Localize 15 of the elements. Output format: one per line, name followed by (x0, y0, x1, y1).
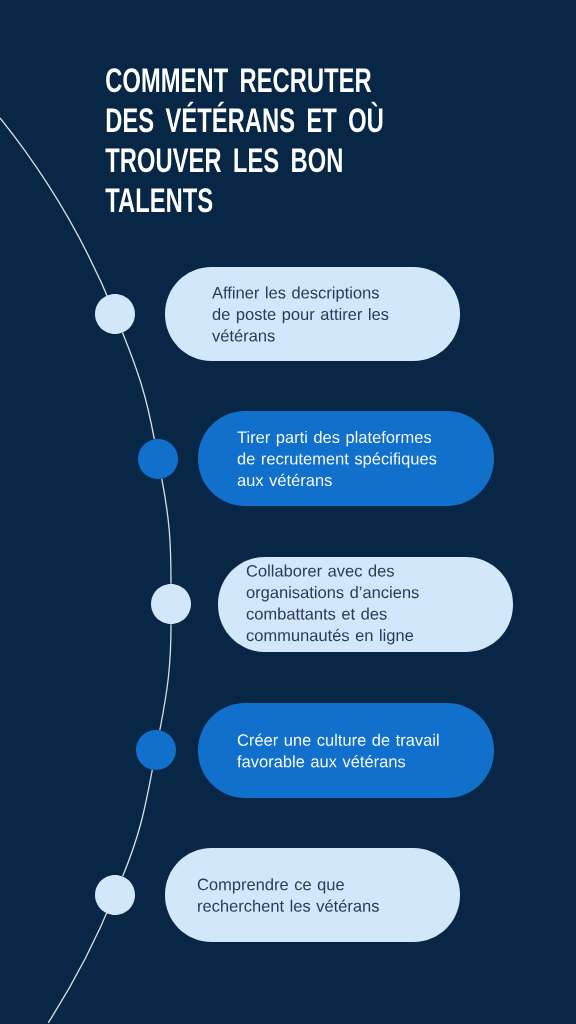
timeline-dot (136, 730, 176, 770)
process-box: Comprendre ce que recherchent les vétérans (165, 848, 460, 942)
process-box: Collaborer avec des organisations d’anciens combattants et des communautés en ligne (218, 557, 513, 652)
timeline-curve (121, 332, 155, 440)
process-box: Créer une culture de travail favorable aux vétérans (198, 703, 494, 798)
process-box: Tirer parti des plateformes de recrutement spécifiques aux vétérans (198, 411, 494, 506)
title: COMMENT RECRUTER DES VÉTÉRANS ET OÙ TROUVER LES BON TALENTS (105, 68, 383, 213)
timeline-dot (95, 875, 135, 915)
process-box: Affiner les descriptions de poste pour attirer les vétérans (165, 267, 460, 361)
timeline-dot (95, 294, 135, 334)
timeline-curve (122, 769, 153, 877)
timeline-curve (161, 478, 172, 585)
timeline-dot (151, 584, 191, 624)
timeline-dot (138, 439, 178, 479)
timeline-curve (159, 623, 172, 731)
